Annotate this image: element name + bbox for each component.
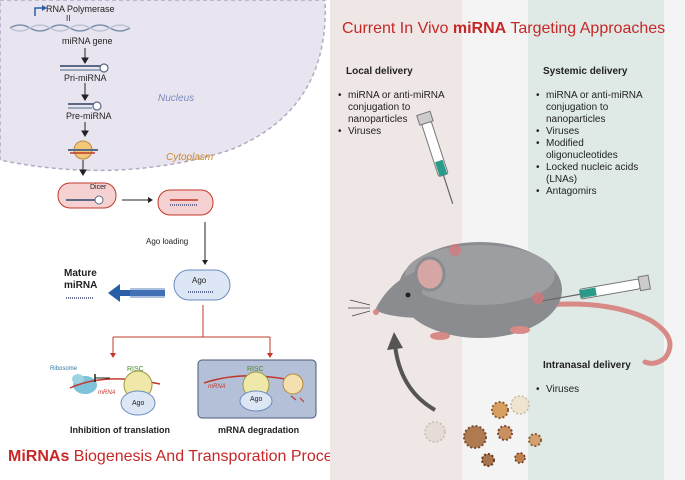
degradation-title: mRNA degradation bbox=[218, 425, 300, 435]
mature-label-line1: Mature bbox=[64, 268, 97, 279]
ago-label: Ago bbox=[192, 276, 207, 285]
exportin-icon bbox=[68, 140, 98, 160]
injection-site-systemic bbox=[532, 292, 544, 304]
systemic-delivery-heading: Systemic delivery bbox=[543, 66, 628, 77]
ago-label-right: Ago bbox=[250, 396, 263, 403]
biogenesis-title-bold: MiRNAs bbox=[8, 448, 70, 465]
ago-complex bbox=[173, 269, 231, 301]
targeting-title-post: Targeting Approaches bbox=[506, 20, 666, 37]
mrna-label-right: mRNA bbox=[208, 384, 226, 390]
polymerase-roman-label: II bbox=[66, 14, 71, 23]
targeting-title-pre: Current In Vivo bbox=[342, 20, 453, 37]
intranasal-delivery-heading: Intranasal delivery bbox=[543, 360, 631, 371]
local-delivery-heading: Local delivery bbox=[346, 66, 413, 77]
mouse-tail bbox=[542, 301, 673, 366]
pri-mirna-label: Pri-miRNA bbox=[64, 73, 107, 83]
local-delivery-list: •miRNA or anti-miRNA conjugation to nano… bbox=[338, 90, 454, 138]
injection-site-local bbox=[449, 244, 461, 256]
list-item: •Antagomirs bbox=[536, 186, 656, 198]
translation-inhibition-graphic bbox=[69, 370, 161, 416]
risc-label-left: RISC bbox=[127, 366, 144, 373]
local-delivery-column bbox=[330, 0, 462, 480]
inhibition-title: Inhibition of translation bbox=[70, 425, 170, 435]
list-item-text: miRNA or anti-miRNA conjugation to nanop… bbox=[348, 90, 445, 125]
cytoplasm-label: Cytoplasm bbox=[166, 152, 214, 163]
dna-gene-icon bbox=[9, 5, 131, 32]
mouse-ear bbox=[414, 256, 446, 292]
mrna-degradation-graphic bbox=[203, 371, 305, 412]
mouse-head bbox=[375, 270, 425, 318]
mature-label-line2: miRNA bbox=[64, 280, 98, 291]
mrna-label-left: mRNA bbox=[98, 390, 116, 396]
dicer-complex bbox=[57, 182, 117, 209]
pre-mirna-icon bbox=[68, 101, 102, 111]
list-item-text: Antagomirs bbox=[546, 186, 597, 197]
process-arrows bbox=[79, 48, 89, 176]
list-item: •Locked nucleic acids (LNAs) bbox=[536, 162, 656, 186]
list-item: •miRNA or anti-miRNA conjugation to nano… bbox=[536, 90, 656, 126]
list-item-text: Viruses bbox=[546, 126, 580, 137]
list-item: •miRNA or anti-miRNA conjugation to nano… bbox=[338, 90, 454, 126]
promoter-arrow-icon bbox=[34, 7, 45, 16]
nucleus-region bbox=[0, 0, 326, 172]
biogenesis-title-rest: Biogenesis And Transporation Process bbox=[69, 448, 349, 465]
list-item: •Viruses bbox=[536, 126, 656, 138]
intranasal-arrow-icon bbox=[393, 344, 437, 412]
branch-arrows bbox=[112, 305, 271, 355]
ago-label-left: Ago bbox=[132, 400, 145, 407]
biogenesis-title: MiRNAs Biogenesis And Transporation Proc… bbox=[8, 448, 349, 466]
systemic-delivery-list: •miRNA or anti-miRNA conjugation to nano… bbox=[536, 90, 656, 198]
list-item: •Viruses bbox=[536, 384, 656, 396]
targeting-title: Current In Vivo miRNA Targeting Approach… bbox=[342, 20, 665, 38]
virus-particles-icon bbox=[424, 395, 542, 467]
ribosome-label: Ribosome bbox=[50, 366, 78, 372]
list-item: •Viruses bbox=[338, 126, 454, 138]
mouse-eye bbox=[405, 292, 411, 298]
ago-loading-label: Ago loading bbox=[146, 237, 189, 246]
dicer-label: Dicer bbox=[90, 184, 107, 191]
targeting-title-bold: miRNA bbox=[452, 20, 507, 37]
list-item-text: Locked nucleic acids (LNAs) bbox=[546, 162, 639, 185]
mirna-duplex-box bbox=[157, 189, 214, 216]
list-item: •Modified oligonucleotides bbox=[536, 138, 656, 162]
pri-mirna-icon bbox=[60, 63, 109, 73]
mouse-illustration bbox=[348, 110, 673, 467]
nucleus-label: Nucleus bbox=[158, 93, 195, 104]
syringe-systemic-icon bbox=[542, 274, 652, 302]
list-item-text: Viruses bbox=[348, 126, 382, 137]
biogenesis-diagram bbox=[0, 0, 326, 419]
risc-label-right: RISC bbox=[247, 366, 264, 373]
list-item-text: Modified oligonucleotides bbox=[546, 138, 618, 161]
pre-mirna-label: Pre-miRNA bbox=[66, 111, 112, 121]
list-item-text: Viruses bbox=[546, 384, 580, 395]
polymerase-label: RNA Polymerase bbox=[46, 4, 115, 14]
systemic-delivery-column bbox=[528, 0, 664, 480]
syringe-local-icon bbox=[416, 110, 454, 204]
mirna-gene-label: miRNA gene bbox=[62, 36, 113, 46]
list-item-text: miRNA or anti-miRNA conjugation to nanop… bbox=[546, 90, 643, 125]
intranasal-delivery-list: •Viruses bbox=[536, 384, 656, 396]
